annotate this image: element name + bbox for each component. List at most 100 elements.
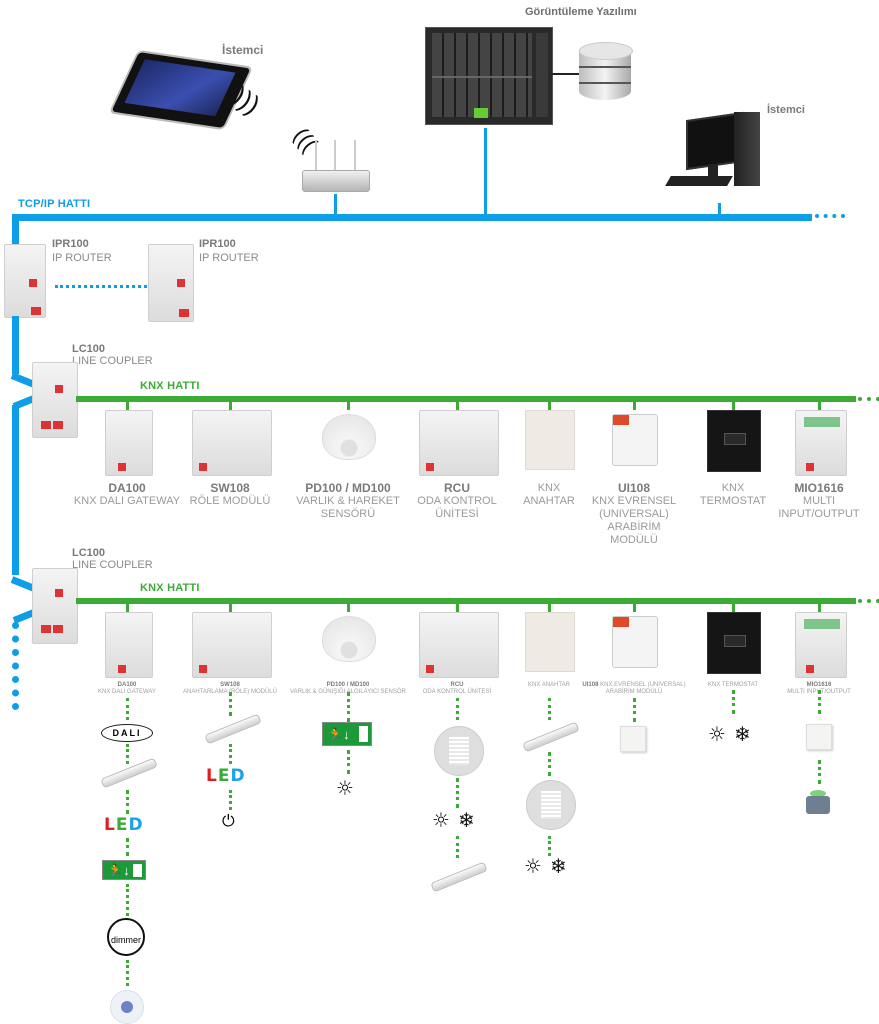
- fluorescent-tube-icon: [430, 861, 488, 893]
- led-icon: LED: [104, 815, 144, 835]
- emergency-exit-sign-icon: 🏃↓: [322, 722, 372, 746]
- universal-interface-device[interactable]: [612, 414, 658, 466]
- load-link: [126, 698, 132, 720]
- tcpip-line-label: TCP/IP HATTI: [18, 198, 91, 210]
- load-link: [818, 760, 824, 784]
- device-model: PD100 / MD100: [326, 682, 370, 688]
- bus-drop: [732, 604, 735, 612]
- cooling-icon: ❄: [734, 722, 751, 746]
- blade-server-icon: [425, 27, 553, 125]
- knx-line-2-continuation-dots: [858, 599, 879, 603]
- load-link: [126, 744, 132, 764]
- load-link: [456, 778, 462, 808]
- bus-drop: [548, 604, 551, 612]
- emergency-exit-sign-icon: 🏃↓: [102, 860, 146, 880]
- red-terminal: [118, 463, 126, 471]
- device-model: DA100: [108, 481, 146, 495]
- bus-drop: [126, 604, 129, 612]
- red-cap: [613, 617, 629, 627]
- cooling-icon: ❄: [550, 854, 567, 878]
- load-link: [229, 692, 235, 716]
- database-icon: [579, 42, 633, 100]
- knx-switch-panel-device[interactable]: [525, 410, 575, 470]
- universal-interface-device[interactable]: [612, 616, 658, 668]
- ip-router-2-device[interactable]: [148, 244, 194, 322]
- device-model: UI108: [582, 682, 599, 688]
- device-model: UI108: [617, 481, 651, 495]
- load-link: [126, 960, 132, 986]
- wall-switch-icon: [806, 724, 832, 750]
- dimmer-icon: dimmer: [107, 918, 145, 956]
- device-desc-line: MODÜLÜ: [610, 534, 658, 546]
- knx-din-device[interactable]: [419, 410, 499, 476]
- knx-thermostat-device[interactable]: [707, 410, 761, 472]
- multi-io-device[interactable]: [795, 612, 847, 678]
- thermostat-display: [724, 433, 746, 445]
- device-desc: KNX ANAHTAR: [528, 682, 570, 688]
- presence-sensor-device[interactable]: [322, 616, 376, 662]
- backbone-to-lc2: [12, 405, 19, 575]
- knx-din-device[interactable]: [105, 612, 153, 678]
- dali-logo-icon: DALI: [101, 724, 153, 742]
- presence-sensor-small-icon: [110, 990, 144, 1024]
- device-model: PD100 / MD100: [305, 481, 391, 495]
- heating-icon: ☼: [708, 722, 726, 746]
- server-label: Görüntüleme Yazılımı: [525, 6, 637, 18]
- knx-din-device[interactable]: [419, 612, 499, 678]
- red-terminal: [426, 665, 434, 673]
- knx-thermostat-device[interactable]: [707, 612, 761, 674]
- device-desc-line: KNX DALI GATEWAY: [73, 495, 181, 507]
- multi-io-device[interactable]: [795, 410, 847, 476]
- green-terminals: [804, 417, 840, 427]
- bus-drop: [456, 402, 459, 410]
- knx-din-device[interactable]: [105, 410, 153, 476]
- sun-icon: ☼: [336, 776, 354, 800]
- knx-switch-panel-device[interactable]: [525, 612, 575, 672]
- tcpip-backbone: [12, 214, 812, 221]
- knx-line-2-bus: [76, 598, 856, 604]
- wifi-router-icon: [302, 140, 370, 192]
- red-terminal: [806, 665, 814, 673]
- load-link: [456, 698, 462, 720]
- presence-sensor-device[interactable]: [322, 414, 376, 460]
- load-link: [347, 750, 353, 774]
- device-label: KNX ANAHTAR: [504, 682, 594, 689]
- device-desc-line: MULTI: [802, 495, 836, 507]
- bus-drop: [732, 402, 735, 410]
- bus-drop: [456, 604, 459, 612]
- device-model: RCU: [444, 481, 470, 495]
- bus-drop: [548, 402, 551, 410]
- bus-drop: [347, 604, 350, 612]
- knx-din-device[interactable]: [192, 410, 272, 476]
- red-cap: [613, 415, 629, 425]
- device-desc-line: KNX: [721, 482, 745, 494]
- knx-din-device[interactable]: [192, 612, 272, 678]
- fluorescent-tube-icon: [204, 713, 262, 745]
- device-desc-line: TERMOSTAT: [699, 495, 767, 507]
- device-label: UI108 KNX EVRENSEL (UNIVERSAL) ARABİRİM …: [569, 682, 699, 696]
- tablet-icon: [108, 49, 254, 131]
- device-model: SW108: [210, 481, 250, 495]
- power-button-icon: ⏻: [222, 811, 235, 830]
- heating-icon: ☼: [432, 808, 450, 832]
- line-coupler-2-device[interactable]: [32, 568, 78, 644]
- cooling-icon: ❄: [458, 808, 475, 832]
- load-link: [548, 752, 554, 776]
- server-db-connector: [551, 73, 581, 75]
- load-link: [126, 838, 132, 856]
- tcpip-continuation-dots: [815, 214, 845, 225]
- router-link-dots: [55, 285, 147, 291]
- device-model: MIO1616: [794, 481, 844, 495]
- ip-router-1-device[interactable]: [4, 244, 46, 318]
- backbone-continuation-dots: [12, 622, 26, 710]
- load-link: [548, 698, 554, 720]
- red-terminal: [199, 463, 207, 471]
- bus-drop: [229, 604, 232, 612]
- line-coupler-1-device[interactable]: [32, 362, 78, 438]
- line-coupler-2-model: LC100: [72, 547, 106, 559]
- wall-switch-icon: [620, 726, 646, 752]
- device-model: SW108: [220, 682, 240, 688]
- bus-drop: [633, 604, 636, 612]
